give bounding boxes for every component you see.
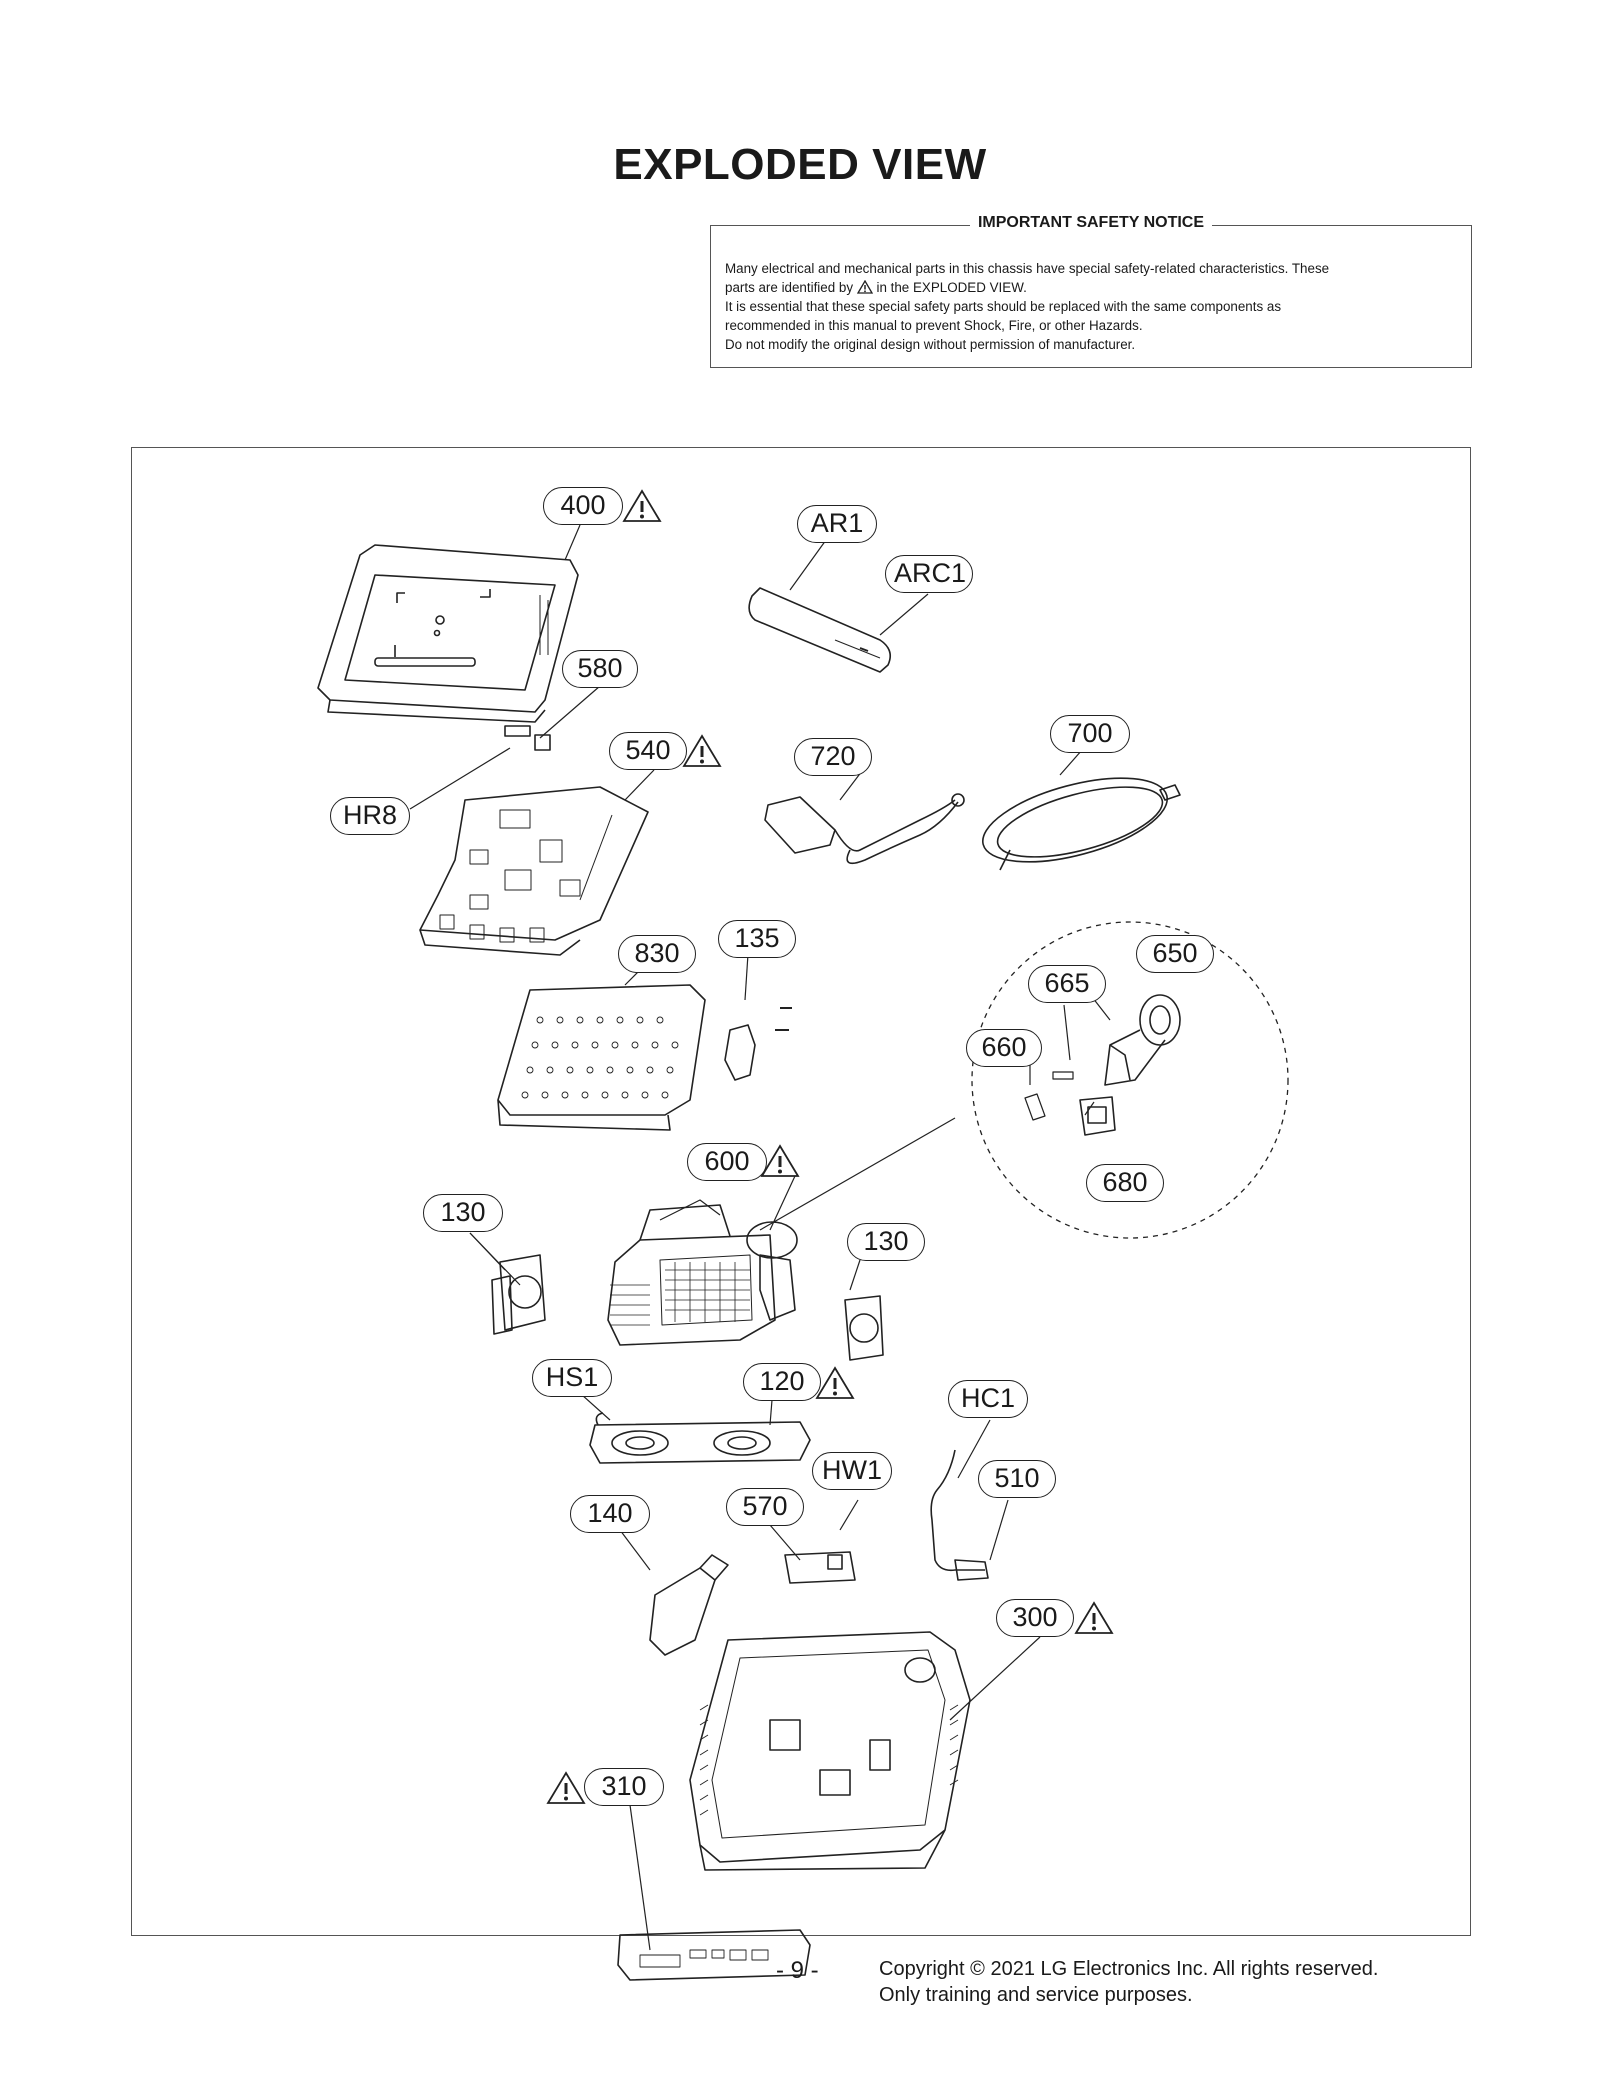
- callout-700: 700: [1050, 715, 1130, 753]
- part-400-back-cover: [317, 544, 579, 723]
- callout-680: 680: [1086, 1164, 1164, 1202]
- callout-830: 830: [618, 935, 696, 973]
- callout-hs1: HS1: [532, 1359, 612, 1397]
- warning-triangle-icon: [1074, 1601, 1114, 1634]
- callout-135: 135: [718, 920, 796, 958]
- copyright-line: Copyright © 2021 LG Electronics Inc. All…: [879, 1958, 1379, 1980]
- part-830-shield: [497, 984, 706, 1131]
- callout-400: 400: [543, 487, 623, 525]
- callout-665: 665: [1028, 965, 1106, 1003]
- part-720-adapter: [764, 793, 965, 865]
- callout-600: 600: [687, 1143, 767, 1181]
- warning-triangle-icon: [815, 1366, 855, 1399]
- part-130-left-fans: [491, 1254, 546, 1335]
- part-120-speakers: [589, 1412, 811, 1464]
- part-600-optical-engine: [607, 1199, 798, 1346]
- callout-650: 650: [1136, 935, 1214, 973]
- callout-580: 580: [562, 650, 638, 688]
- safety-notice-line: parts are identified by in the EXPLODED …: [725, 280, 1027, 295]
- optics-detail-circle: [971, 921, 1289, 1239]
- part-700-power-cord: [981, 777, 1181, 871]
- diagram-frame: [131, 447, 1471, 1936]
- warning-triangle-icon: [622, 489, 662, 522]
- callout-660: 660: [966, 1029, 1042, 1067]
- callout-140: 140: [570, 1495, 650, 1533]
- page-number: - 9 -: [776, 1957, 819, 1984]
- warning-triangle-icon: [682, 734, 722, 767]
- callout-720: 720: [794, 738, 872, 776]
- part-665: [1052, 1071, 1074, 1080]
- safety-notice-line: Do not modify the original design withou…: [725, 337, 1136, 352]
- part-540-main-board: [419, 786, 649, 956]
- part-660: [1024, 1093, 1046, 1121]
- callout-540: 540: [609, 732, 687, 770]
- page-title: EXPLODED VIEW: [613, 140, 987, 189]
- part-570-board: [784, 1551, 856, 1584]
- part-310-rear-panel: [617, 1929, 811, 1981]
- safety-notice-line: Many electrical and mechanical parts in …: [725, 261, 1330, 276]
- warning-triangle-icon: [856, 280, 873, 294]
- part-hc1-cable: [930, 1449, 985, 1572]
- callout-120: 120: [743, 1363, 821, 1401]
- safety-notice-line: It is essential that these special safet…: [725, 299, 1282, 314]
- safety-notice-line: recommended in this manual to prevent Sh…: [725, 318, 1143, 333]
- callout-570: 570: [726, 1488, 804, 1526]
- callout-hr8: HR8: [330, 797, 410, 835]
- part-ar1-remote: [748, 587, 891, 673]
- callout-ar1: AR1: [797, 505, 877, 543]
- callout-arc1: ARC1: [885, 555, 973, 593]
- safety-notice-body: Many electrical and mechanical parts in …: [725, 259, 1457, 354]
- copyright-line: Only training and service purposes.: [879, 1984, 1193, 2006]
- warning-triangle-icon: [760, 1144, 800, 1177]
- part-130-right-fan: [844, 1295, 884, 1361]
- callout-130-left: 130: [423, 1194, 503, 1232]
- safety-notice-box: IMPORTANT SAFETY NOTICE Many electrical …: [710, 214, 1472, 368]
- safety-notice-title: IMPORTANT SAFETY NOTICE: [969, 214, 1213, 231]
- part-680: [1079, 1096, 1116, 1136]
- part-510: [954, 1559, 989, 1581]
- callout-hw1: HW1: [812, 1452, 892, 1490]
- copyright: Copyright © 2021 LG Electronics Inc. All…: [879, 1956, 1378, 2008]
- warning-triangle-icon: [546, 1771, 586, 1804]
- part-300-base: [689, 1631, 971, 1871]
- leader-lines: [409, 524, 1111, 1951]
- callout-510: 510: [978, 1460, 1056, 1498]
- callout-130-right: 130: [847, 1223, 925, 1261]
- part-135-bracket: [724, 1007, 792, 1081]
- callout-310: 310: [584, 1768, 664, 1806]
- part-580-bracket: [504, 725, 551, 751]
- part-650-lens: [1104, 994, 1181, 1086]
- callout-hc1: HC1: [948, 1380, 1028, 1418]
- callout-300: 300: [996, 1599, 1074, 1637]
- part-140-bracket: [649, 1554, 729, 1656]
